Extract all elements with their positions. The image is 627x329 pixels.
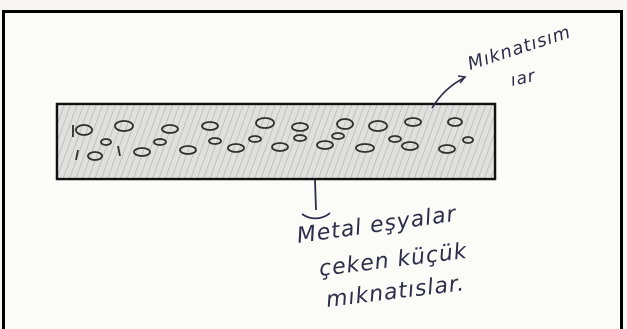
- magnet-label-line1: Mıknatısım: [465, 22, 574, 75]
- description-pointer: [302, 180, 330, 218]
- magnet-label-line2: ıar: [509, 66, 538, 91]
- magnet-bar-tint: [59, 106, 493, 177]
